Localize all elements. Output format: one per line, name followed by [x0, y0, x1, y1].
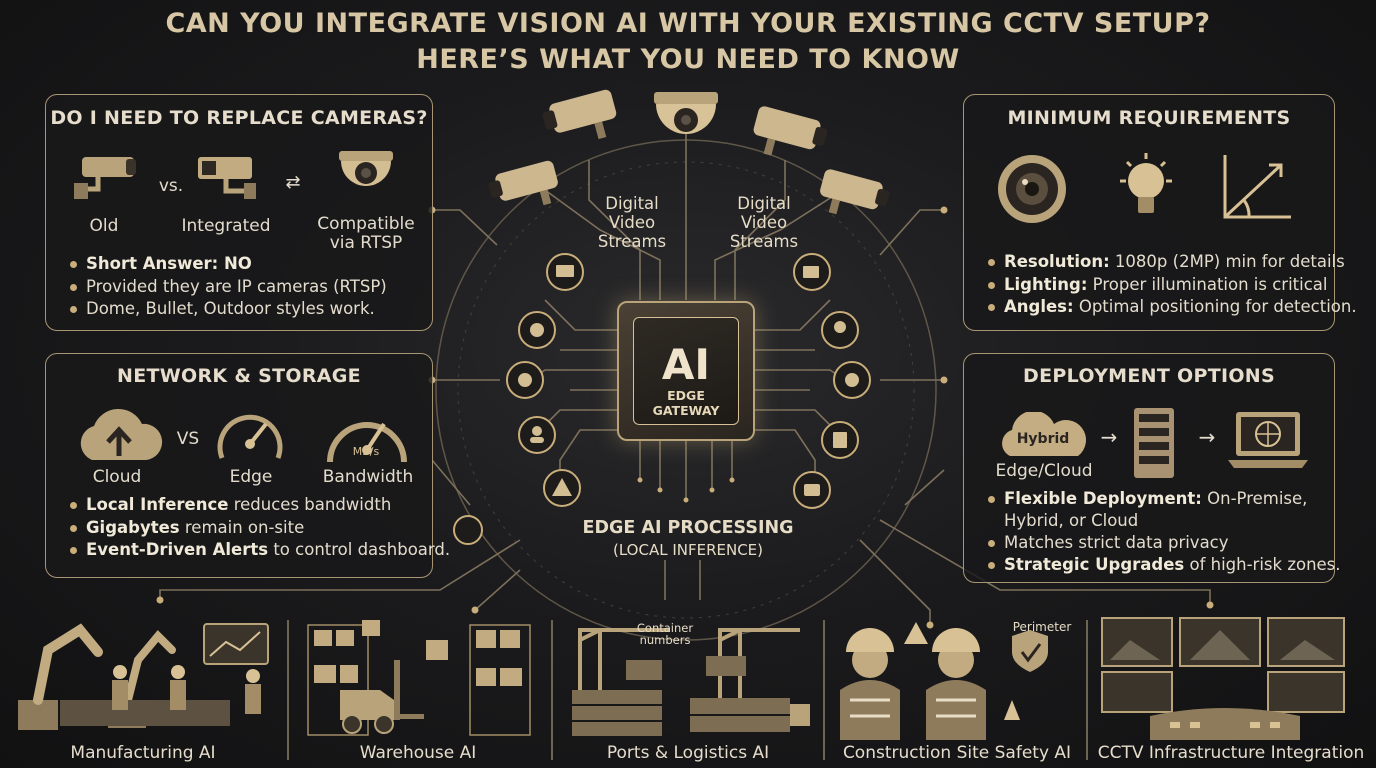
bullet-item: Matches strict data privacy — [986, 532, 1341, 554]
chip-subtitle: EDGE GATEWAY — [652, 388, 720, 418]
versus-label: vs. — [158, 176, 184, 196]
edge-processing-label: EDGE AI PROCESSING — [582, 518, 794, 538]
bullet-item: Gigabytes remain on-site — [68, 517, 450, 540]
bullet-item: Angles: Optimal positioning for detectio… — [986, 296, 1357, 319]
compatible-label: Compatible via RTSP — [317, 214, 415, 253]
industry-label-construction: Construction Site Safety AI — [842, 743, 1072, 763]
light-bulb-icon — [1120, 153, 1172, 213]
angle-arrow-icon — [1223, 155, 1291, 219]
bandwidth-gauge-icon — [327, 422, 407, 463]
chip-title: AI — [661, 340, 711, 389]
control-room-icon — [1101, 617, 1345, 740]
video-streams-right-label: Digital Video Streams — [729, 194, 799, 251]
container-numbers-annotation: Container numbers — [636, 621, 694, 647]
panel-network-storage: NETWORK & STORAGE VS MB/s Cloud Edge Ban… — [45, 353, 450, 578]
local-inference-label: (LOCAL INFERENCE) — [612, 541, 763, 559]
server-rack-icon — [1134, 408, 1174, 478]
bullet-item-continued: Hybrid, or Cloud — [1004, 511, 1139, 530]
video-streams-left-label: Digital Video Streams — [597, 194, 667, 251]
integrated-camera-icon — [198, 157, 256, 199]
panel-replace-cameras: DO I NEED TO REPLACE CAMERAS? vs. ⇄ Old … — [45, 94, 433, 331]
network-bullets: Local Inference reduces bandwidth Gigaby… — [68, 494, 450, 562]
panel-deployment-options: DEPLOYMENT OPTIONS Hybrid Edge/Cloud → →… — [963, 353, 1341, 583]
requirements-bullets: Resolution: 1080p (2MP) min for details … — [986, 251, 1357, 319]
camera-lens-icon — [998, 155, 1066, 223]
industry-label-cctv: CCTV Infrastructure Integration — [1097, 743, 1365, 763]
bullet-item: Flexible Deployment: On-Premise, — [986, 488, 1341, 510]
replace-bullets: Short Answer: NO Provided they are IP ca… — [68, 253, 387, 321]
robot-arm-icon — [18, 623, 269, 730]
title-line-1: Can you integrate Vision AI with your ex… — [165, 8, 1211, 39]
divider — [287, 620, 289, 760]
ai-edge-gateway-chip: AI EDGE GATEWAY — [617, 301, 755, 441]
laptop-globe-icon — [1228, 412, 1308, 468]
bullet-camera-icon — [74, 157, 136, 199]
port-crane-icon — [572, 628, 810, 736]
hardhat-worker-icon — [840, 622, 1048, 740]
cloud-label: Cloud — [92, 467, 142, 487]
bandwidth-label: Bandwidth — [322, 467, 414, 487]
industry-label-warehouse: Warehouse AI — [359, 743, 477, 763]
panel-requirements-title: MINIMUM REQUIREMENTS — [1007, 107, 1291, 129]
divider — [551, 620, 553, 760]
integrated-label: Integrated — [181, 216, 271, 236]
dome-camera-icon — [339, 151, 393, 186]
industry-label-manufacturing: Manufacturing AI — [70, 743, 216, 763]
forklift-icon — [307, 620, 531, 736]
panel-deployment-title: DEPLOYMENT OPTIONS — [1023, 365, 1275, 387]
panel-network-title: NETWORK & STORAGE — [117, 365, 361, 387]
arrow-right-icon: → — [1198, 425, 1216, 449]
hybrid-cloud-icon — [1002, 412, 1086, 456]
divider — [1086, 620, 1088, 760]
edge-label: Edge — [229, 467, 273, 487]
bullet-item: Dome, Bullet, Outdoor styles work. — [68, 298, 387, 321]
panel-min-requirements: MINIMUM REQUIREMENTS Resolution: 1080p (… — [963, 94, 1357, 331]
page-title: Can you integrate Vision AI with your ex… — [0, 6, 1376, 78]
bullet-item: Resolution: 1080p (2MP) min for details — [986, 251, 1357, 274]
edge-gauge-icon — [217, 414, 283, 459]
panel-replace-title: DO I NEED TO REPLACE CAMERAS? — [50, 107, 428, 129]
bullet-item: Short Answer: NO — [68, 253, 387, 276]
bandwidth-unit-label: MB/s — [352, 445, 380, 458]
perimeter-annotation: Perimeter — [1012, 620, 1072, 634]
bullet-item: Strategic Upgrades of high-risk zones. — [986, 554, 1341, 576]
divider — [823, 620, 825, 760]
industry-label-ports: Ports & Logistics AI — [606, 743, 770, 763]
swap-arrows-icon: ⇄ — [285, 172, 301, 193]
versus-label-network: VS — [176, 429, 200, 449]
chip-core: AI EDGE GATEWAY — [633, 317, 739, 425]
bullet-item: Event-Driven Alerts to control dashboard… — [68, 539, 450, 562]
bullet-item: Local Inference reduces bandwidth — [68, 494, 450, 517]
deployment-bullets: Flexible Deployment: On-Premise, Hybrid,… — [986, 488, 1341, 576]
bullet-item: Provided they are IP cameras (RTSP) — [68, 276, 387, 299]
bullet-item: Lighting: Proper illumination is critica… — [986, 274, 1357, 297]
old-label: Old — [89, 216, 119, 236]
cloud-upload-icon — [80, 408, 163, 460]
hybrid-label: Hybrid — [1016, 431, 1070, 447]
edge-cloud-label: Edge/Cloud — [995, 461, 1093, 481]
arrow-right-icon: → — [1100, 425, 1118, 449]
title-line-2: Here’s what you need to know — [416, 44, 960, 75]
